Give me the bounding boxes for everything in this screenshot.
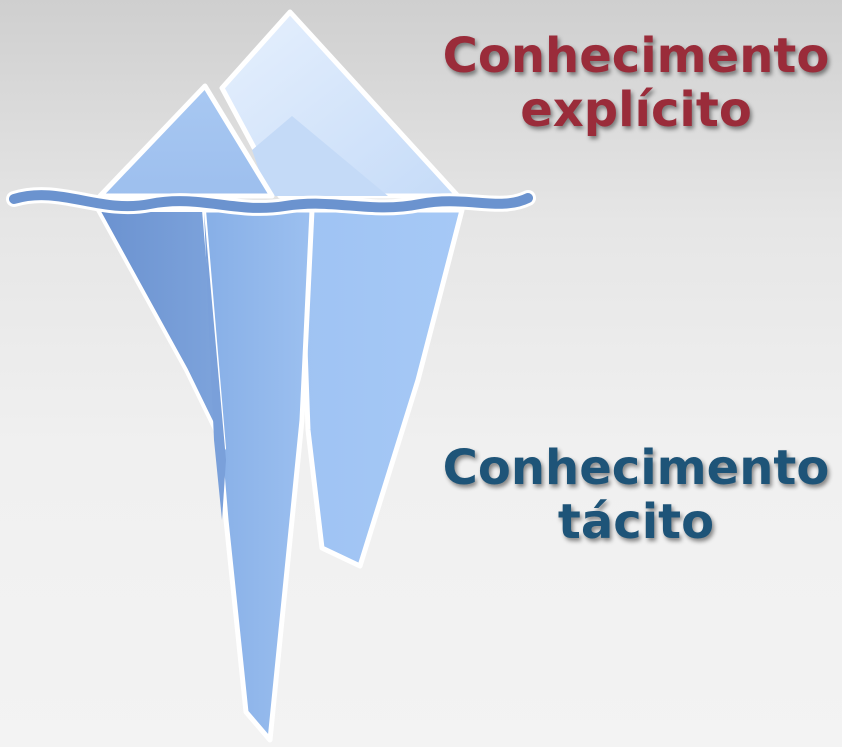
tacit-label-line1: Conhecimento	[442, 440, 830, 496]
explicit-label-line1: Conhecimento	[442, 28, 830, 84]
iceberg-body-shade	[204, 212, 226, 520]
iceberg-body-mid	[197, 207, 315, 743]
iceberg-body-left	[96, 208, 226, 450]
iceberg-tip-facet	[252, 116, 388, 196]
explicit-knowledge-label: Conhecimento explícito	[430, 28, 842, 138]
iceberg-body-right	[297, 207, 465, 569]
explicit-label-line2: explícito	[520, 81, 752, 138]
tacit-label-line2: tácito	[557, 493, 715, 550]
tacit-knowledge-label: Conhecimento tácito	[430, 440, 842, 550]
